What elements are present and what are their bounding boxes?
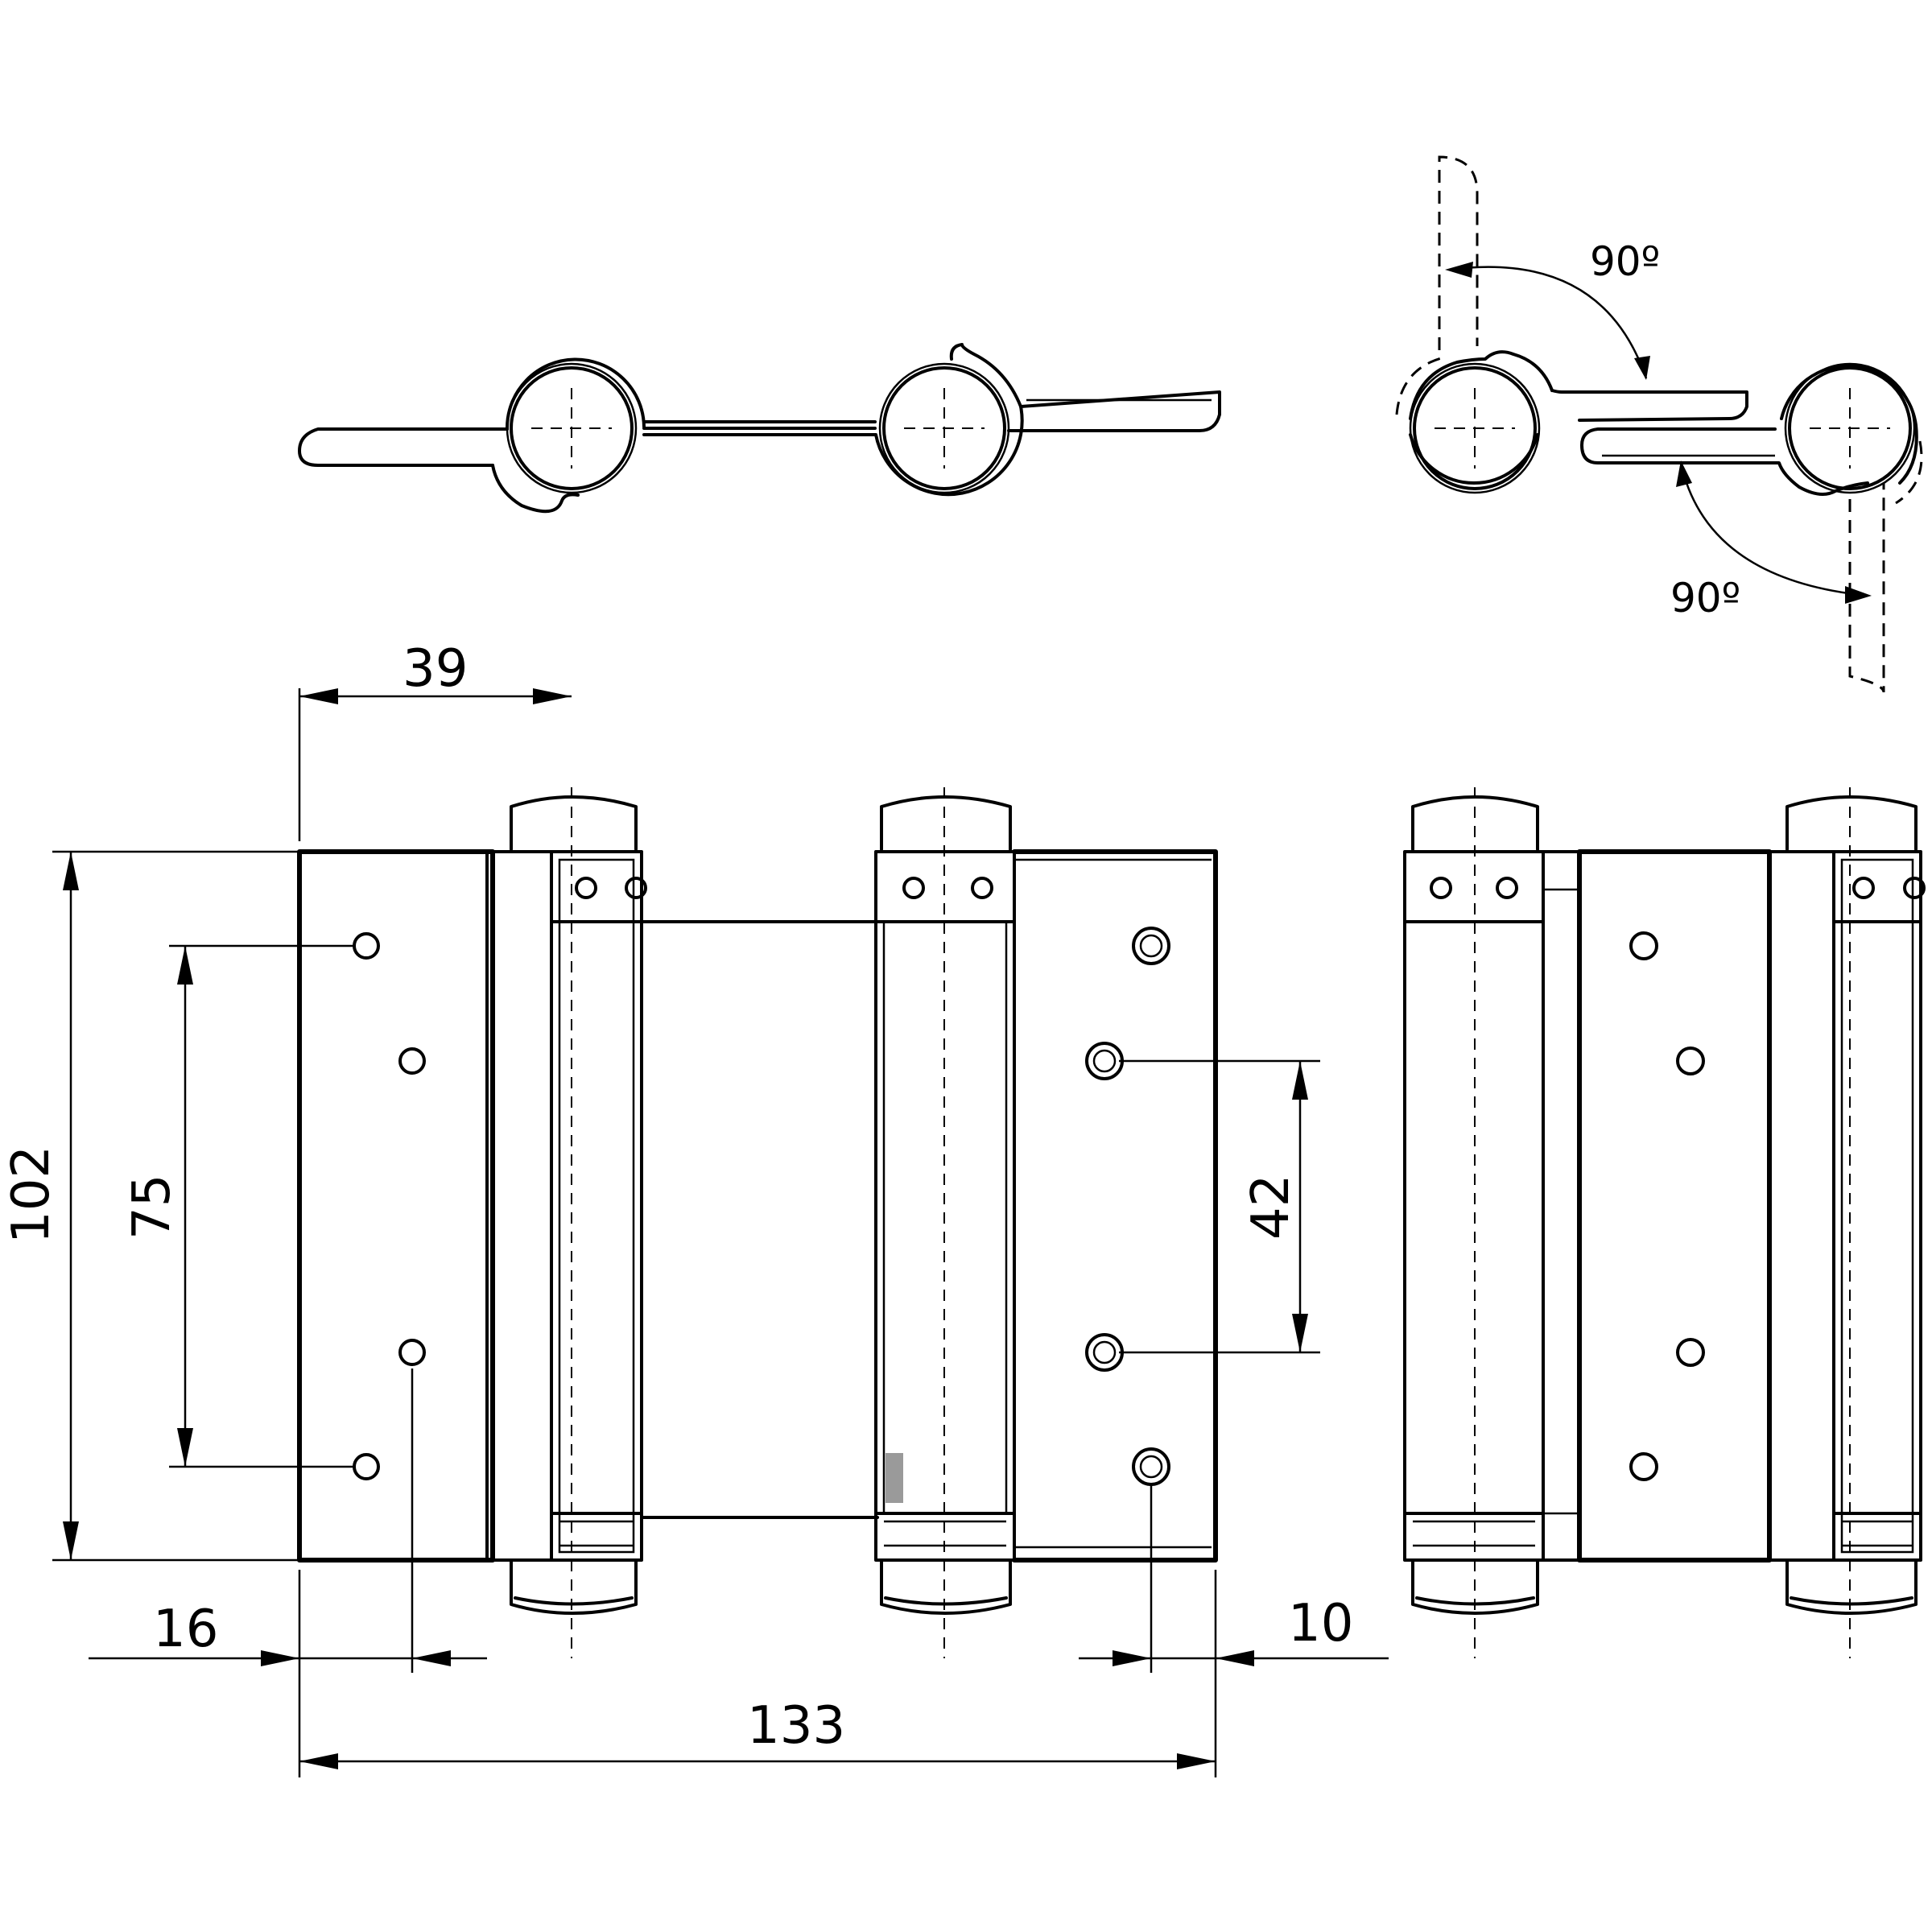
dim-label-39: 39 bbox=[402, 639, 468, 699]
swing-lower-dashed-leaf bbox=[1848, 483, 1885, 693]
dim-label-10: 10 bbox=[1288, 1594, 1353, 1653]
angle-label-lower: 90º bbox=[1670, 575, 1740, 621]
top-view-left-leaf bbox=[298, 427, 509, 467]
dim-label-16: 16 bbox=[153, 1600, 218, 1659]
front-cap-bottom-right bbox=[880, 1560, 1012, 1615]
side-right-barrel bbox=[1832, 850, 1922, 1562]
angle-arc-upper bbox=[1448, 266, 1648, 379]
angle-arc-lower bbox=[1679, 462, 1868, 597]
front-label-mark bbox=[886, 1453, 903, 1503]
swing-right-barrel bbox=[1788, 366, 1912, 490]
top-view-bridge bbox=[642, 420, 877, 436]
top-view bbox=[298, 343, 1221, 514]
front-cap-top-right bbox=[880, 795, 1012, 851]
swing-upper-dashed-leaf bbox=[1438, 155, 1479, 350]
dim-label-75: 75 bbox=[122, 1174, 182, 1240]
dim-label-42: 42 bbox=[1241, 1174, 1301, 1240]
swing-left-leaf bbox=[1550, 389, 1748, 422]
front-right-leaf-plate bbox=[1012, 849, 1218, 1563]
front-view bbox=[297, 787, 1218, 1658]
angle-label-upper: 90º bbox=[1590, 238, 1660, 285]
top-view-left-barrel bbox=[510, 366, 634, 490]
swing-left-barrel bbox=[1413, 366, 1537, 490]
side-leaf-plate bbox=[1577, 849, 1772, 1563]
top-view-right-barrel bbox=[882, 366, 1006, 490]
dim-label-133: 133 bbox=[747, 1696, 845, 1756]
side-view bbox=[1403, 787, 1926, 1658]
front-left-barrel bbox=[550, 850, 643, 1562]
swing-view: 90º 90º bbox=[1395, 155, 1923, 693]
front-cap-bottom-left bbox=[510, 1560, 638, 1615]
side-leaf-screw-holes bbox=[1629, 931, 1705, 1481]
right-leaf-screw-holes bbox=[1085, 927, 1170, 1486]
dimension-lines: 39 102 75 42 16 10 bbox=[2, 639, 1389, 1777]
left-leaf-screw-holes bbox=[353, 932, 426, 1480]
front-cap-top-left bbox=[510, 795, 638, 851]
top-view-right-leaf bbox=[1007, 390, 1221, 432]
front-left-leaf-plate bbox=[297, 849, 495, 1563]
dim-label-102: 102 bbox=[2, 1146, 61, 1244]
